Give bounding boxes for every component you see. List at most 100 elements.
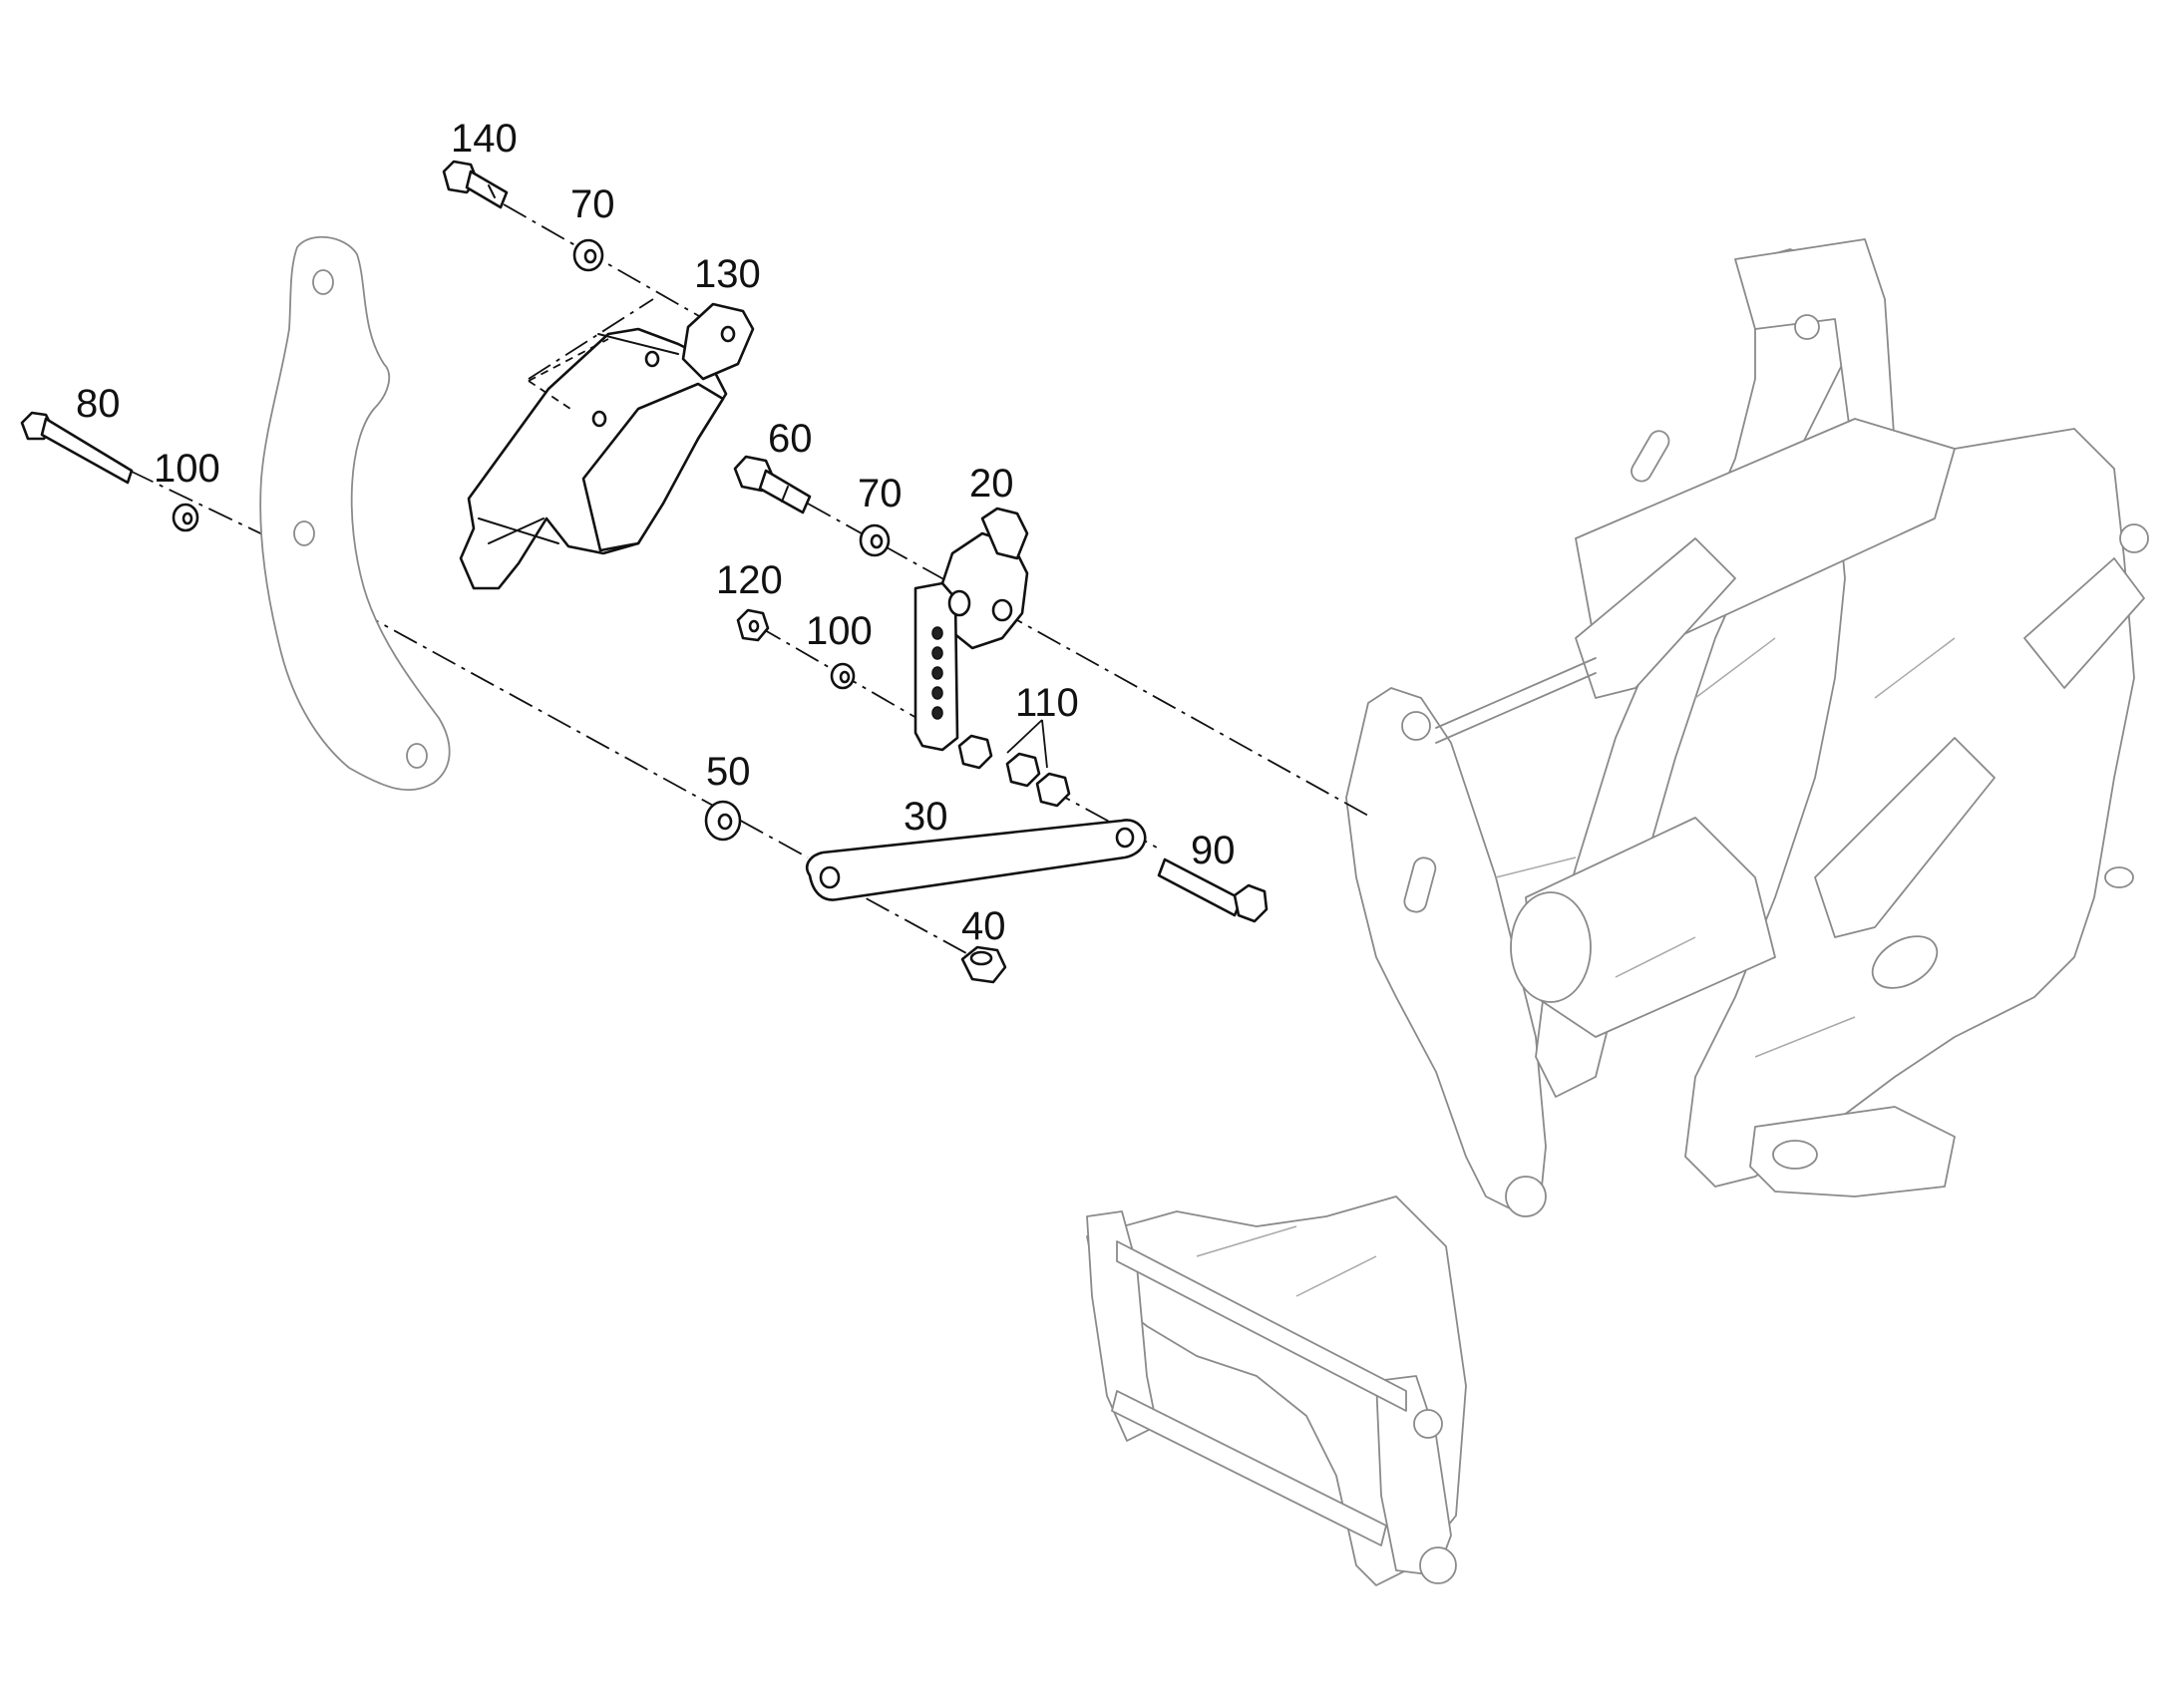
part-100-washer-middle (830, 662, 856, 690)
lift-cylinder-left (1575, 537, 1736, 699)
washer-100-left-inner (182, 512, 193, 525)
sensor-20-pivot (947, 589, 971, 617)
part-50-washer (704, 800, 742, 842)
line-plate-50-30 (316, 587, 809, 858)
plate-hole-top (312, 269, 334, 295)
part-120-nut (736, 608, 770, 642)
callout-60: 60 (768, 417, 813, 461)
part-60-bolt (733, 455, 812, 514)
bolt-90-head (1233, 883, 1269, 923)
callout-30: 30 (904, 795, 948, 839)
washer-70-middle-inner (870, 533, 884, 549)
sensor-20-connector (980, 507, 1029, 560)
arm-upper-pin (1401, 711, 1431, 741)
lift-cylinder-right (1814, 737, 1996, 938)
rear-slot (1871, 935, 1939, 989)
leader-110-b (1041, 719, 1048, 769)
mounting-plate (259, 235, 451, 792)
cylinder-rod-left (1435, 657, 1597, 729)
plate-hole-bottom (406, 743, 428, 769)
washer-100-middle-inner (839, 670, 851, 684)
plate-hole-middle (293, 520, 315, 546)
bolt-90-shank (1157, 857, 1244, 917)
part-70-washer-top (572, 238, 604, 272)
loader-frame-drawing (1086, 238, 2149, 1586)
nut-40-top (969, 950, 993, 966)
part-100-washer-left (172, 503, 199, 532)
line-130-bracket (528, 298, 654, 380)
frame-pin-far-right (2119, 523, 2149, 553)
cover-130-edge (478, 333, 679, 544)
mounting-plate-body (259, 235, 451, 792)
part-90-bolt (1157, 857, 1269, 923)
callout-100-middle: 100 (806, 609, 873, 653)
part-40-nut (960, 945, 1007, 984)
nut-110-b (1005, 752, 1041, 788)
line-30-40 (827, 876, 978, 960)
nut-120-hole (748, 619, 760, 633)
cover-130-hole-a (720, 325, 736, 343)
cover-130-dash-guide (528, 338, 609, 412)
washer-50-inner (717, 813, 733, 831)
callout-100-left: 100 (154, 447, 220, 491)
sensor-20-arm-holes (931, 626, 943, 720)
frame-pin-right (1794, 314, 1820, 340)
link-30-eye-left (819, 865, 841, 889)
frame-detail-lines (1196, 637, 1956, 1297)
cover-130-hole-b (644, 350, 660, 368)
link-30-body (805, 819, 1147, 901)
tilt-cylinder (2023, 557, 2145, 689)
tow-hitch-hole (1772, 1140, 1818, 1170)
cover-130-flap (581, 382, 725, 552)
callout-50: 50 (706, 750, 751, 794)
part-140-bolt (442, 160, 509, 209)
part-20-sensor (913, 507, 1029, 752)
coupler-top-bar (1116, 1240, 1407, 1412)
arm-hole (931, 646, 943, 660)
part-80-bolt (20, 411, 134, 485)
cylinder-rod-left-b (1435, 672, 1597, 744)
arm-slot (1403, 856, 1437, 913)
callout-140: 140 (451, 117, 518, 161)
coupler-bottom-tube (1111, 1390, 1387, 1546)
callout-70-middle: 70 (858, 472, 903, 515)
rear-hole (2104, 866, 2134, 888)
link-30-eye-right (1115, 827, 1135, 849)
cover-130-tab (681, 302, 755, 381)
coupler-pin-bottom (1419, 1546, 1457, 1584)
nut-110-a (957, 734, 993, 770)
arm-hole (931, 626, 943, 640)
frame-slot (1631, 430, 1670, 483)
leader-110-a (1006, 719, 1043, 754)
cross-tube-end (1510, 891, 1592, 1003)
callout-130: 130 (694, 252, 761, 296)
nut-110-c (1035, 772, 1071, 808)
arm-hole (931, 706, 943, 720)
arm-pivot-pin (1505, 1176, 1547, 1217)
part-30-link-rod (805, 819, 1147, 901)
arm-hole (931, 666, 943, 680)
callout-20: 20 (969, 462, 1014, 506)
bolt-140-thread (488, 184, 496, 198)
callout-70-top: 70 (570, 182, 615, 226)
callout-labels: 140 70 130 80 100 60 70 20 120 100 110 5… (76, 117, 1236, 948)
sensor-20-mount (991, 598, 1013, 622)
cover-130-hole-c (591, 410, 607, 428)
callout-90: 90 (1191, 829, 1236, 872)
coupler-pin-top (1413, 1409, 1443, 1439)
bolt-140-shank (465, 170, 509, 209)
rear-tow-hitch (1749, 1106, 1956, 1197)
line-60-frame (807, 503, 1369, 817)
callout-110: 110 (1015, 681, 1079, 725)
callout-120: 120 (716, 558, 783, 602)
bolt-80-shank (40, 417, 134, 485)
callout-80: 80 (76, 382, 121, 426)
bolt-60-thread (781, 486, 789, 503)
line-140-130 (503, 203, 714, 325)
washer-70-top-inner (583, 248, 597, 264)
arm-hole (931, 686, 943, 700)
part-110-nuts (957, 719, 1071, 808)
callout-40: 40 (961, 904, 1006, 948)
part-70-washer-middle (859, 523, 891, 557)
